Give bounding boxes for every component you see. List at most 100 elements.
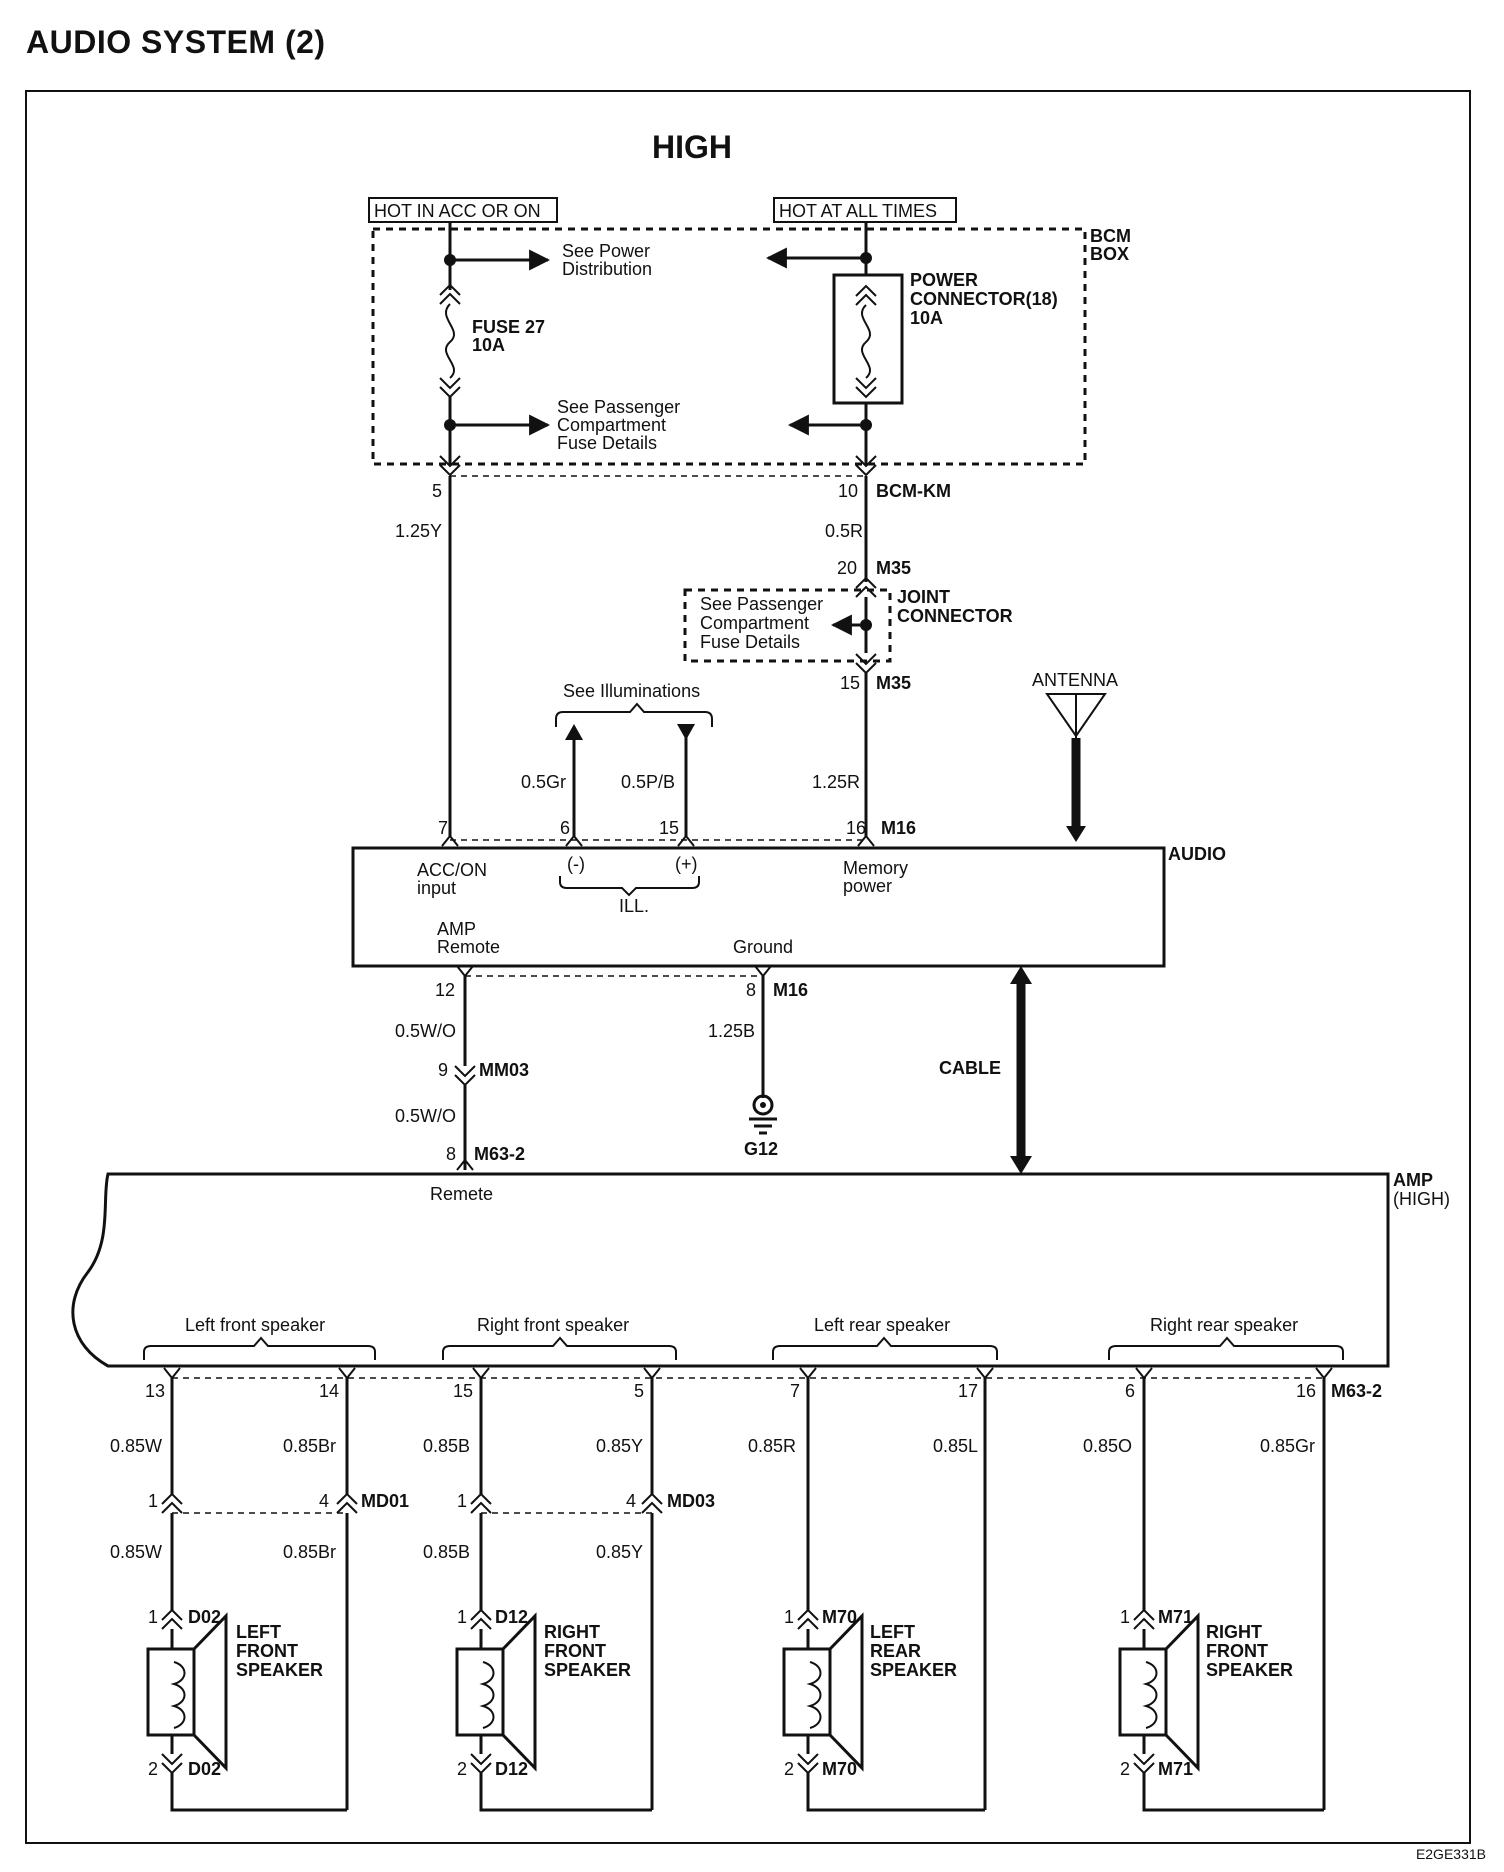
- wire-label-amp-remote-2: 0.5W/O: [395, 1106, 456, 1126]
- pin-m63-remote: 8: [446, 1144, 456, 1164]
- audio-mem-label-1: Memory: [843, 858, 908, 878]
- audio-ill-plus-label: (+): [675, 854, 698, 874]
- wire-label-ill-plus: 0.5P/B: [621, 772, 675, 792]
- spk-pin1-right-rear: 1: [1120, 1607, 1130, 1627]
- spk-name-left-front-3: SPEAKER: [236, 1660, 323, 1680]
- spk-pin1-left-rear: 1: [784, 1607, 794, 1627]
- spk-conn-left-front-top: D02: [188, 1607, 221, 1627]
- audio-acc-label-2: input: [417, 878, 456, 898]
- speaker-label-left-front: Left front speaker: [185, 1315, 325, 1335]
- pin-right-front-b: 5: [634, 1381, 644, 1401]
- inline-pin-right-front-a: 1: [457, 1491, 467, 1511]
- acc-feed: [439, 222, 551, 477]
- ground-symbol: [749, 976, 777, 1135]
- pin-bcm-mem: 10: [838, 481, 858, 501]
- joint-label-2: CONNECTOR: [897, 606, 1013, 626]
- wire-label-ground: 1.25B: [708, 1021, 755, 1041]
- bcm-label-box: BOX: [1090, 244, 1129, 264]
- joint-note-1: See Passenger: [700, 594, 823, 614]
- spk-name-left-front-2: FRONT: [236, 1641, 298, 1661]
- audio-unit-name: AUDIO: [1168, 844, 1226, 864]
- m63-label-remote: M63-2: [474, 1144, 525, 1164]
- pin-audio-remote: 12: [435, 980, 455, 1000]
- inline-pin-left-front-b: 4: [319, 1491, 329, 1511]
- pin-audio-ground: 8: [746, 980, 756, 1000]
- pin-audio-ill-minus: 6: [560, 818, 570, 838]
- variant-label: HIGH: [652, 129, 732, 165]
- wire-right-front-b: 0.85Y: [596, 1436, 643, 1456]
- power-conn-name-1: POWER: [910, 270, 978, 290]
- spk-name-right-rear-3: SPEAKER: [1206, 1660, 1293, 1680]
- spk-pin1-left-front: 1: [148, 1607, 158, 1627]
- wire-label-ill-minus: 0.5Gr: [521, 772, 566, 792]
- audio-ill-label: ILL.: [619, 896, 649, 916]
- spk-pin2-left-front: 2: [148, 1759, 158, 1779]
- cable-label: CABLE: [939, 1058, 1001, 1078]
- cable-link: [1010, 966, 1032, 1174]
- wire-label-acc: 1.25Y: [395, 521, 442, 541]
- audio-acc-label-1: ACC/ON: [417, 860, 487, 880]
- diagram-frame: [25, 90, 1471, 1844]
- wire-right-rear-b: 0.85Gr: [1260, 1436, 1315, 1456]
- pin-right-front-a: 15: [453, 1381, 473, 1401]
- inline-pin-left-front-a: 1: [148, 1491, 158, 1511]
- speaker-label-right-front: Right front speaker: [477, 1315, 629, 1335]
- note-pass-2: Compartment: [557, 415, 666, 435]
- always-feed: [765, 222, 904, 477]
- pin-m35-in: 20: [837, 558, 857, 578]
- audio-amp-label-1: AMP: [437, 919, 476, 939]
- pin-mm03: 9: [438, 1060, 448, 1080]
- pin-audio-acc: 7: [438, 818, 448, 838]
- antenna-symbol: [1045, 693, 1107, 842]
- svg-text:HOT IN ACC OR ON: HOT IN ACC OR ON: [374, 201, 541, 221]
- audio-mem-label-2: power: [843, 876, 892, 896]
- audio-amp-label-2: Remote: [437, 937, 500, 957]
- wire-label-mem: 1.25R: [812, 772, 860, 792]
- wire-right-front-a: 0.85B: [423, 1436, 470, 1456]
- m35-label-top: M35: [876, 558, 911, 578]
- spk-name-right-front-3: SPEAKER: [544, 1660, 631, 1680]
- bcm-box: [371, 227, 1087, 466]
- spk-conn-left-rear-top: M70: [822, 1607, 857, 1627]
- spk-pin2-right-rear: 2: [1120, 1759, 1130, 1779]
- spk-pin1-right-front: 1: [457, 1607, 467, 1627]
- spk-conn-right-rear-top: M71: [1158, 1607, 1193, 1627]
- bcm-label: BCM: [1090, 226, 1131, 246]
- spk-conn-left-front-bottom: D02: [188, 1759, 221, 1779]
- svg-text:HOT AT ALL TIMES: HOT AT ALL TIMES: [779, 201, 937, 221]
- wire-left-rear-a: 0.85R: [748, 1436, 796, 1456]
- note-power-dist-2: Distribution: [562, 259, 652, 279]
- spk-name-left-rear-3: SPEAKER: [870, 1660, 957, 1680]
- spk-pin2-right-front: 2: [457, 1759, 467, 1779]
- spk-conn-right-front-top: D12: [495, 1607, 528, 1627]
- inline-connector-right-front: MD03: [667, 1491, 715, 1511]
- spk-conn-left-rear-bottom: M70: [822, 1759, 857, 1779]
- note-pass-1: See Passenger: [557, 397, 680, 417]
- spk-name-left-front-1: LEFT: [236, 1622, 281, 1642]
- audio-top-pin-marks: [441, 834, 875, 847]
- note-pass-3: Fuse Details: [557, 433, 657, 453]
- spk-name-left-rear-2: REAR: [870, 1641, 921, 1661]
- joint-note-3: Fuse Details: [700, 632, 800, 652]
- speaker-label-left-rear: Left rear speaker: [814, 1315, 950, 1335]
- ground-id: G12: [744, 1139, 778, 1159]
- speaker-label-right-rear: Right rear speaker: [1150, 1315, 1298, 1335]
- pin-bcm-acc: 5: [432, 481, 442, 501]
- wire-left-front-b2: 0.85Br: [283, 1542, 336, 1562]
- pin-left-rear-b: 17: [958, 1381, 978, 1401]
- m16-label-top: M16: [881, 818, 916, 838]
- inline-connector-left-front: MD01: [361, 1491, 409, 1511]
- spk-name-right-front-2: FRONT: [544, 1641, 606, 1661]
- spk-conn-right-front-bottom: D12: [495, 1759, 528, 1779]
- note-illuminations: See Illuminations: [563, 681, 700, 701]
- m16-label-bottom: M16: [773, 980, 808, 1000]
- audio-ground-label: Ground: [733, 937, 793, 957]
- spk-name-right-rear-2: FRONT: [1206, 1641, 1268, 1661]
- document-id: E2GE331B: [1415, 1846, 1486, 1862]
- pin-audio-mem: 16: [846, 818, 866, 838]
- source-acc-on: HOT IN ACC OR ON: [368, 197, 558, 223]
- source-hot-always: HOT AT ALL TIMES: [773, 197, 957, 223]
- wire-left-front-b: 0.85Br: [283, 1436, 336, 1456]
- m35-label-bottom: M35: [876, 673, 911, 693]
